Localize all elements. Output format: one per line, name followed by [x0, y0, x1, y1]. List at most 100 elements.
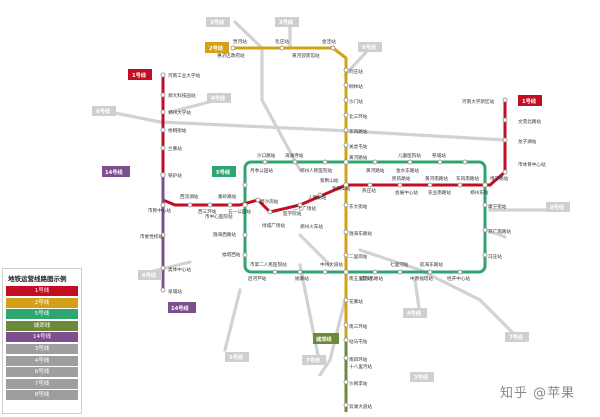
- tag-line14-bottom: 14号线: [168, 302, 196, 313]
- svg-text:2号线: 2号线: [209, 44, 224, 52]
- tag-planned-3-s: 3号线: [225, 352, 249, 362]
- svg-text:4号线: 4号线: [407, 309, 422, 317]
- svg-text:8号线: 8号线: [550, 203, 565, 211]
- svg-text:6号线: 6号线: [142, 271, 157, 279]
- planned-line-3-southwest: [223, 288, 242, 352]
- station-label: 紫荆山站: [332, 185, 351, 192]
- station-label: 经开中心站: [447, 275, 470, 282]
- station-label: 祭城站: [432, 152, 446, 159]
- station-label: 二七广场站: [293, 205, 316, 212]
- station-label: 中原福塔站: [410, 275, 433, 282]
- svg-text:14号线: 14号线: [171, 304, 189, 312]
- station-label: 农业南路站: [428, 189, 451, 196]
- station-label: 姚寨站: [295, 275, 309, 282]
- station-label: 郑州大学站: [168, 109, 191, 116]
- station-label: 文苑北路站: [518, 118, 541, 125]
- planned-line-7: [358, 248, 517, 337]
- svg-text:6号线: 6号线: [362, 43, 377, 51]
- station-label: 西三环站: [198, 208, 217, 215]
- tag-planned-3-sse: 3号线: [410, 372, 434, 382]
- legend-item: 6号线: [6, 367, 78, 378]
- station-label: 七里河站: [390, 261, 409, 268]
- svg-text:8号线: 8号线: [96, 107, 111, 115]
- station-label: 郑州人民医院站: [300, 167, 333, 174]
- svg-text:14号线: 14号线: [105, 168, 123, 176]
- station-label: 郑州火车站: [300, 223, 323, 230]
- station-label: 黄河迎宾馆站: [292, 52, 320, 59]
- station-label: 东风南路站: [456, 175, 479, 182]
- planned-line-3-south: [318, 298, 347, 377]
- line-tags: 2号线 1号线 1号线 5号线 14号线 14号线 城郊线 3号线 3号线 6号…: [92, 17, 570, 382]
- svg-text:1号线: 1号线: [132, 71, 147, 79]
- station-label: 双湖大道站: [349, 403, 372, 410]
- station-label: 东大街站: [349, 203, 368, 210]
- svg-text:3号线: 3号线: [279, 18, 294, 26]
- planned-line-8-west: [98, 108, 507, 142]
- station-label: 儿童医院站: [398, 152, 421, 159]
- station-label: 金水东路站: [396, 167, 419, 174]
- station-label: 市委党校站: [140, 233, 163, 240]
- tag-chengjiao: 城郊线: [313, 333, 339, 344]
- tag-line5: 5号线: [212, 166, 236, 177]
- legend-title: 地铁运营线路图示例: [8, 275, 67, 283]
- tag-line1-east: 1号线: [518, 95, 542, 106]
- tag-planned-6-n: 6号线: [358, 42, 382, 52]
- legend-item: 5号线: [6, 309, 78, 320]
- station-dots: [160, 45, 508, 408]
- station-label: 奥体中心站: [168, 266, 191, 273]
- legend-item: 14号线: [6, 332, 78, 343]
- svg-text:3号线: 3号线: [229, 353, 244, 361]
- tag-planned-8-e: 8号线: [546, 202, 570, 212]
- svg-text:3号线: 3号线: [210, 18, 225, 26]
- station-label: 绿城广场站: [262, 222, 285, 229]
- station-label: 黄河南路站: [425, 175, 448, 182]
- station-label: 福塔西站: [222, 251, 241, 258]
- station-label: 铁炉站: [168, 172, 182, 179]
- svg-text:城郊线: 城郊线: [316, 335, 332, 343]
- station-label: 郑州东站: [470, 189, 489, 196]
- legend-item: 1号线: [6, 286, 78, 296]
- tag-planned-4-s: 4号线: [403, 308, 427, 318]
- svg-text:7号线: 7号线: [509, 333, 524, 341]
- legend-item: 3号线: [6, 343, 78, 354]
- station-label: 西流湖站: [180, 193, 199, 200]
- legend-item: 7号线: [6, 378, 78, 389]
- station-label: 人民路站: [308, 194, 327, 201]
- station-label: 京广南路站: [488, 228, 511, 235]
- station-label: 中州大道站: [320, 261, 343, 268]
- station-label: 城东南路站: [360, 275, 383, 282]
- svg-text:3号线: 3号线: [414, 373, 429, 381]
- tag-planned-4-w: 4号线: [207, 93, 231, 103]
- svg-text:5号线: 5号线: [216, 168, 231, 176]
- station-label: 金洼站: [322, 38, 336, 45]
- station-label: 市民中心站: [148, 207, 171, 214]
- tag-planned-8-w: 8号线: [92, 106, 116, 116]
- tag-planned-3-n: 3号线: [275, 17, 299, 27]
- station-label: 沙口路站: [257, 152, 276, 159]
- station-label: 十八里河站: [349, 363, 372, 370]
- station-label: 南四环站: [349, 356, 368, 363]
- station-label: 博学路站: [490, 175, 509, 182]
- tag-planned-7-s: 7号线: [302, 355, 326, 365]
- station-label: 东风路站: [349, 128, 368, 135]
- station-label: 市第二人民医院站: [250, 261, 287, 268]
- station-labels: 贾河站 毛庄站 金洼站 惠济区政府站 黄河迎宾馆站 刘庄站 柳林站 沙门站 北三…: [140, 38, 546, 410]
- legend-item: 2号线: [6, 297, 78, 308]
- station-label: 花寨站: [349, 298, 363, 305]
- station-label: 黄河路站: [366, 167, 385, 174]
- station-label: 五一公园站: [228, 208, 251, 215]
- station-label: 梧桐街站: [168, 127, 187, 134]
- line1-path: [161, 75, 507, 214]
- station-label: 南五里堡站: [349, 275, 372, 282]
- line5-ring: [243, 160, 487, 274]
- station-label: 沙门站: [349, 98, 363, 105]
- station-label: 黄河路站: [349, 154, 368, 161]
- station-label: 市中心医院站: [205, 213, 233, 220]
- station-label: 关虎屯站: [349, 143, 368, 150]
- station-label: 毛庄站: [275, 38, 289, 45]
- svg-text:7号线: 7号线: [306, 356, 321, 364]
- station-label: 康宁街站: [488, 203, 507, 210]
- tag-line14-top: 14号线: [102, 166, 130, 177]
- station-label: 惠济区政府站: [217, 52, 245, 59]
- station-label: 河南工业大学站: [168, 72, 201, 79]
